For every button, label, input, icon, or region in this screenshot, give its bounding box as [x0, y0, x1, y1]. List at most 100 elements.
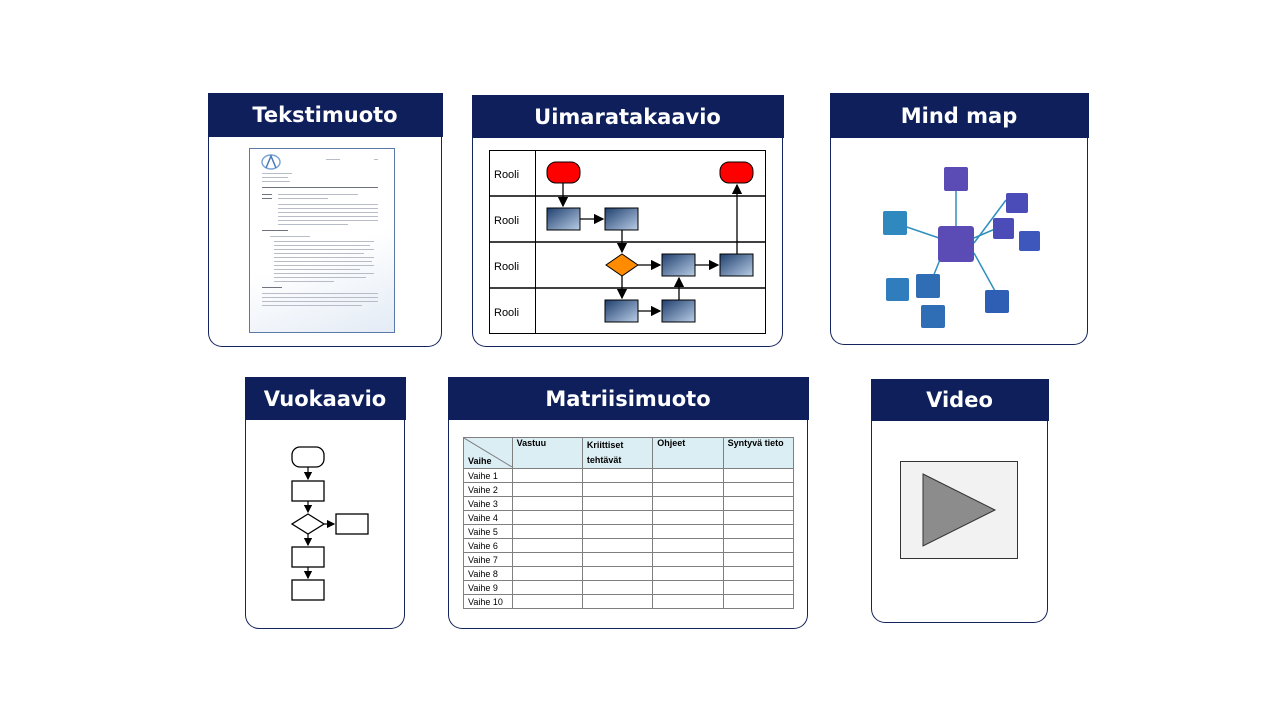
table-row: Vaihe 6: [463, 538, 795, 553]
mindmap-diagram: [883, 167, 1040, 328]
text-format-title: Tekstimuoto: [207, 93, 443, 137]
doc-line: [278, 198, 328, 199]
mind-node: [1019, 231, 1040, 251]
table-cell: [581, 580, 654, 595]
doc-line: [274, 277, 366, 278]
doc-line: [278, 208, 378, 209]
table-cell: [652, 538, 724, 553]
doc-line: [262, 187, 378, 188]
document-logo-icon: [261, 154, 281, 170]
process-box: [291, 546, 325, 568]
table-row: Vaihe 8: [463, 566, 795, 581]
row-label: Vaihe 5: [463, 524, 513, 539]
process-box: [291, 579, 325, 601]
row-label: Vaihe 3: [463, 496, 513, 511]
process-box: [719, 253, 754, 277]
process-box: [546, 207, 581, 231]
doc-line: [374, 159, 378, 160]
mind-node: [921, 305, 945, 328]
mind-node: [993, 218, 1014, 239]
mindmap-card[interactable]: Mind map: [829, 93, 1089, 345]
row-label: Vaihe 9: [463, 580, 513, 595]
column-header: Syntyvä tieto: [722, 437, 795, 469]
process-box: [604, 299, 639, 323]
table-cell: [511, 468, 583, 483]
process-box: [604, 207, 639, 231]
row-label: Vaihe 1: [463, 468, 513, 483]
table-cell: [511, 552, 583, 567]
doc-line: [274, 265, 374, 266]
doc-line: [262, 194, 272, 195]
doc-line: [274, 257, 374, 258]
doc-line: [326, 159, 340, 160]
table-cell: [581, 566, 654, 581]
table-cell: [581, 482, 654, 497]
doc-line: [278, 220, 378, 221]
mind-node: [883, 211, 907, 235]
swimlane-diagram: Rooli Rooli Rooli Rooli: [489, 150, 766, 334]
table-cell: [722, 552, 795, 567]
table-row: Vaihe 10: [463, 594, 795, 609]
swimlane-card[interactable]: Uimaratakaavio Rooli Rooli Rooli Rooli: [471, 95, 784, 347]
table-row: Vaihe 5: [463, 524, 795, 539]
flowchart-card[interactable]: Vuokaavio: [244, 377, 406, 629]
doc-line: [274, 245, 370, 246]
table-cell: [652, 566, 724, 581]
table-cell: [652, 496, 724, 511]
doc-line: [274, 253, 364, 254]
table-cell: [511, 524, 583, 539]
table-row: Vaihe 2: [463, 482, 795, 497]
table-cell: [581, 496, 654, 511]
table-row: Vaihe 4: [463, 510, 795, 525]
decision-diamond: [290, 513, 326, 535]
doc-line: [278, 204, 378, 205]
table-cell: [722, 594, 795, 609]
table-cell: [722, 496, 795, 511]
doc-line: [262, 287, 282, 288]
doc-line: [262, 293, 378, 294]
table-cell: [722, 510, 795, 525]
start-terminal: [546, 161, 581, 184]
flowchart-title: Vuokaavio: [244, 377, 406, 420]
doc-line: [262, 198, 272, 199]
process-box: [335, 513, 369, 535]
process-box: [661, 253, 696, 277]
row-label: Vaihe 6: [463, 538, 513, 553]
mind-node: [985, 290, 1009, 313]
doc-line: [262, 305, 362, 306]
mind-node: [886, 278, 909, 301]
video-card[interactable]: Video: [870, 379, 1049, 623]
video-title: Video: [870, 379, 1049, 421]
table-cell: [511, 538, 583, 553]
doc-line: [270, 236, 310, 237]
table-cell: [581, 468, 654, 483]
table-row: Vaihe 9: [463, 580, 795, 595]
table-row: Vaihe 3: [463, 496, 795, 511]
doc-line: [278, 216, 378, 217]
matrix-card[interactable]: Matriisimuoto Vaihe Vastuu Kriittiset te…: [447, 377, 809, 629]
column-header: Kriittiset tehtävät: [581, 437, 654, 469]
doc-line: [278, 224, 348, 225]
table-cell: [722, 580, 795, 595]
table-cell: [581, 510, 654, 525]
play-icon[interactable]: [921, 472, 997, 548]
table-cell: [581, 524, 654, 539]
swimlane-title: Uimaratakaavio: [471, 95, 784, 138]
row-label: Vaihe 10: [463, 594, 513, 609]
table-cell: [652, 594, 724, 609]
table-cell: [511, 594, 583, 609]
lane-label: Rooli: [494, 307, 519, 319]
text-format-card[interactable]: Tekstimuoto: [207, 93, 443, 347]
doc-line: [262, 173, 292, 174]
table-cell: [511, 510, 583, 525]
table-cell: [722, 482, 795, 497]
table-cell: [652, 510, 724, 525]
table-cell: [581, 552, 654, 567]
table-cell: [722, 468, 795, 483]
table-cell: [652, 580, 724, 595]
video-player[interactable]: [900, 461, 1018, 559]
table-cell: [722, 538, 795, 553]
process-box: [291, 480, 325, 502]
doc-line: [262, 301, 378, 302]
corner-label: Vaihe: [468, 456, 492, 466]
